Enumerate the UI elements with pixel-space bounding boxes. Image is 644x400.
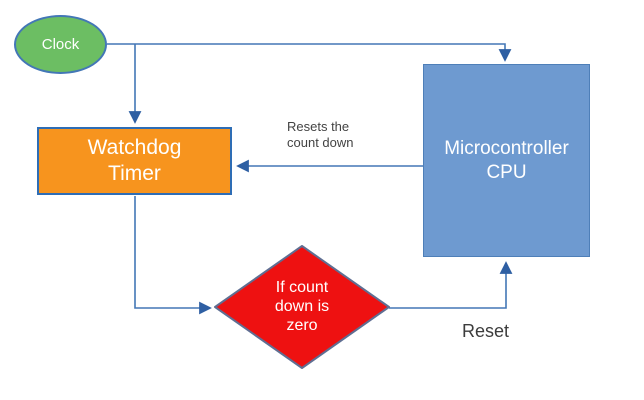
edge-decision-to-cpu (389, 261, 513, 309)
clock-node: Clock (14, 15, 107, 74)
decision-node-label: If count down is zero (274, 279, 330, 335)
cpu-node-label: Microcontroller CPU (444, 137, 569, 183)
clock-node-label: Clock (41, 36, 80, 53)
edge-label-resets-the-count-down: Resets the count down (287, 119, 354, 151)
decision-diamond-shape (214, 245, 390, 369)
cpu-node: Microcontroller CPU (423, 64, 590, 257)
watchdog-timer-node: Watchdog Timer (37, 127, 232, 195)
edge-label-reset: Reset (462, 321, 510, 341)
edge-clock-to-cpu (107, 43, 512, 62)
watchdog-timer-node-label: Watchdog Timer (87, 136, 182, 185)
edge-watchdog-to-decision (134, 196, 212, 315)
